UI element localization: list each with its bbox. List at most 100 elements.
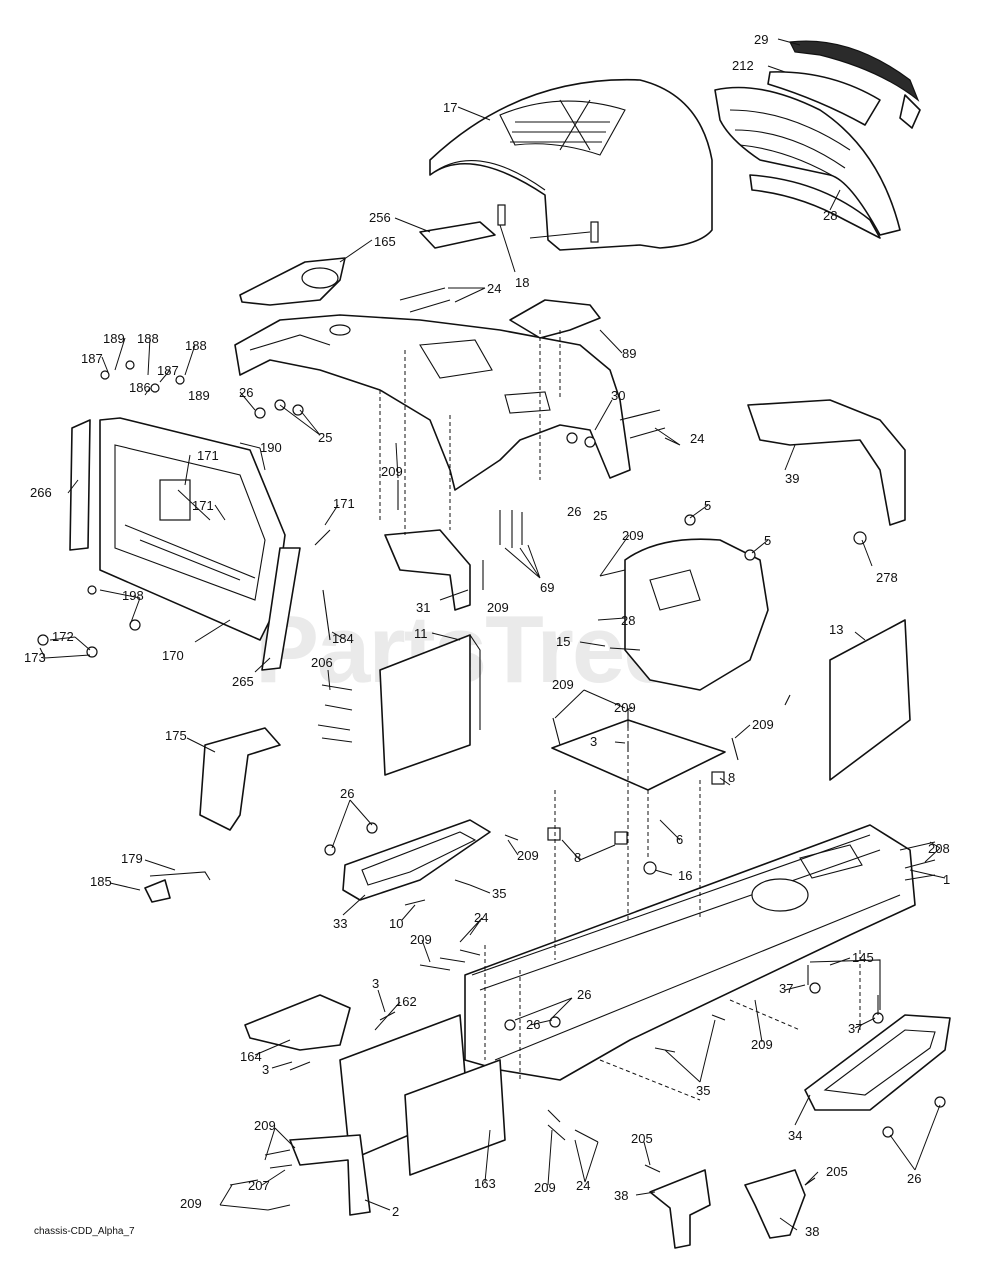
callout-187-right: 187 <box>157 363 179 378</box>
strap-145 <box>809 959 881 1010</box>
bracket-31-part[interactable] <box>384 529 471 611</box>
callout-209-frame: 209 <box>410 932 432 947</box>
callout-31: 31 <box>416 600 430 615</box>
headlight-lens-part[interactable] <box>767 71 881 126</box>
callout-24-right: 24 <box>690 431 704 446</box>
callout-209-upper: 209 <box>381 464 403 479</box>
dash-panel-part[interactable] <box>99 417 286 641</box>
callout-3-lower: 3 <box>262 1062 269 1077</box>
drawing-reference: chassis-CDD_Alpha_7 <box>34 1226 135 1237</box>
callout-24-upper: 24 <box>487 281 501 296</box>
callout-24-bottom: 24 <box>576 1178 590 1193</box>
callout-278: 278 <box>876 570 898 585</box>
callout-206: 206 <box>311 655 333 670</box>
leader-lines <box>39 38 946 1231</box>
callout-209-bracket: 209 <box>487 600 509 615</box>
footrest-33-part[interactable] <box>342 819 491 901</box>
callout-17: 17 <box>443 100 457 115</box>
knob-185[interactable] <box>144 879 171 903</box>
callout-209-front-upper: 209 <box>254 1118 276 1133</box>
callout-266: 266 <box>30 485 52 500</box>
callout-2: 2 <box>392 1204 399 1219</box>
side-strip-265-part[interactable] <box>261 547 301 671</box>
pin-18-lower <box>590 221 599 243</box>
bracket-39-part[interactable] <box>747 399 906 526</box>
callout-209-plate-center: 209 <box>614 700 636 715</box>
callout-8-lower: 8 <box>574 850 581 865</box>
callout-37-lower: 37 <box>848 1021 862 1036</box>
callout-209-rear: 209 <box>751 1037 773 1052</box>
callout-188-upper: 188 <box>137 331 159 346</box>
footrest-34-part[interactable] <box>804 1014 951 1111</box>
callout-28: 28 <box>823 208 837 223</box>
panel-11-part[interactable] <box>379 634 481 776</box>
clip-8-center <box>614 831 628 845</box>
assembly-lines-lower <box>484 945 861 1101</box>
callout-171-center: 171 <box>192 498 214 513</box>
callout-34: 34 <box>788 1128 802 1143</box>
callout-165: 165 <box>374 234 396 249</box>
callout-69: 69 <box>540 580 554 595</box>
bracket-164-part[interactable] <box>244 994 351 1051</box>
callout-26-frame-left: 26 <box>526 1017 540 1032</box>
callout-162: 162 <box>395 994 417 1009</box>
callout-1: 1 <box>943 872 950 887</box>
callout-179: 179 <box>121 851 143 866</box>
callout-209-bottom: 209 <box>534 1180 556 1195</box>
callout-145: 145 <box>852 950 874 965</box>
callout-209-plate-left: 209 <box>552 677 574 692</box>
callout-6: 6 <box>676 832 683 847</box>
shield-175-part[interactable] <box>199 727 281 831</box>
callout-26-footrest: 26 <box>340 786 354 801</box>
callout-33: 33 <box>333 916 347 931</box>
callout-209-plate-right: 209 <box>752 717 774 732</box>
panel-13-part[interactable] <box>829 619 911 781</box>
callout-26-upper: 26 <box>239 385 253 400</box>
callout-265: 265 <box>232 674 254 689</box>
bracket-38-right-part[interactable] <box>744 1169 806 1239</box>
side-strip-266-part[interactable] <box>69 419 91 551</box>
callout-256: 256 <box>369 210 391 225</box>
callout-185: 185 <box>90 874 112 889</box>
callout-37-upper: 37 <box>779 981 793 996</box>
callout-39: 39 <box>785 471 799 486</box>
fender-part[interactable] <box>234 314 631 491</box>
grille-part[interactable] <box>714 86 901 239</box>
bracket-2-part[interactable] <box>289 1134 371 1216</box>
callout-9: 28 <box>621 613 635 628</box>
callout-171-left: 171 <box>197 448 219 463</box>
callout-13: 13 <box>829 622 843 637</box>
callout-35-upper: 35 <box>492 886 506 901</box>
main-frame-part[interactable] <box>464 824 916 1081</box>
callout-212: 212 <box>732 58 754 73</box>
seat-pad-89-part[interactable] <box>509 299 601 339</box>
callout-164: 164 <box>240 1049 262 1064</box>
plate-6-part[interactable] <box>551 719 726 791</box>
callout-10: 10 <box>389 916 403 931</box>
callout-89: 89 <box>622 346 636 361</box>
callout-16: 16 <box>678 868 692 883</box>
assembly-lines-upper <box>379 330 561 535</box>
callout-209-front-lower: 209 <box>180 1196 202 1211</box>
plate-256-part[interactable] <box>419 221 496 249</box>
clip-8-right <box>711 771 725 785</box>
callout-26-middle: 26 <box>567 504 581 519</box>
callout-209-footrest: 209 <box>517 848 539 863</box>
hood-part[interactable] <box>429 78 713 251</box>
callout-173: 173 <box>24 650 46 665</box>
callout-25-middle: 25 <box>593 508 607 523</box>
cupholder-165-part[interactable] <box>239 257 346 306</box>
callout-189-lower: 189 <box>188 388 210 403</box>
callout-209-tank: 209 <box>622 528 644 543</box>
link-rod-184 <box>322 589 331 641</box>
fuel-tank-9-part[interactable] <box>624 538 769 691</box>
callout-187-left: 187 <box>81 351 103 366</box>
plate-163-part[interactable] <box>404 1059 506 1176</box>
hood-trim-part[interactable] <box>789 40 921 129</box>
callout-208: 208 <box>928 841 950 856</box>
callout-24-frame: 24 <box>474 910 488 925</box>
callout-163: 163 <box>474 1176 496 1191</box>
callout-205-right: 205 <box>826 1164 848 1179</box>
callout-207: 207 <box>248 1178 270 1193</box>
bracket-38-left-part[interactable] <box>649 1169 711 1249</box>
